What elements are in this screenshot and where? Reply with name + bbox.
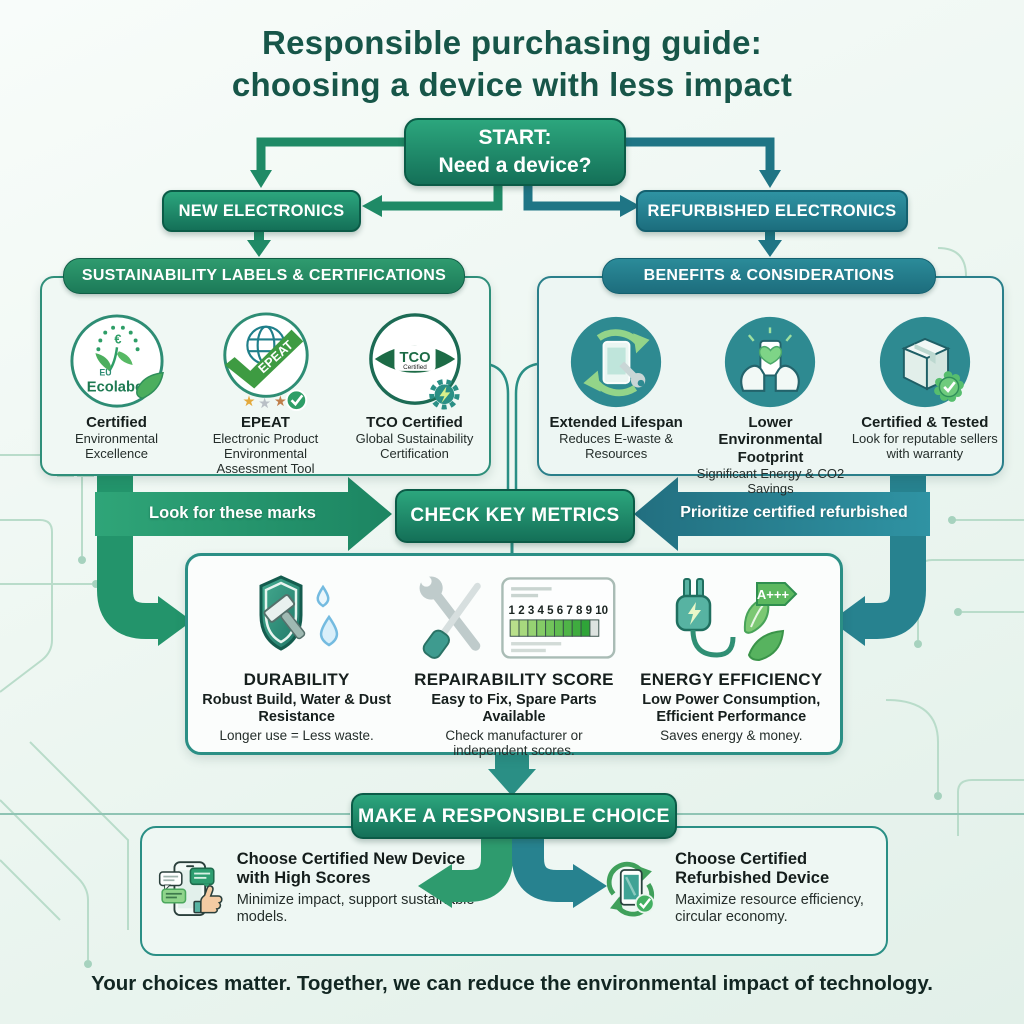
connector-start-to-refurbished bbox=[523, 137, 782, 257]
svg-text:1 2 3 4 5 6 7 8 9 10: 1 2 3 4 5 6 7 8 9 10 bbox=[509, 605, 609, 617]
metric-note: Saves energy & money. bbox=[660, 727, 803, 743]
benefit-item-subtitle: Look for reputable sellers with warranty bbox=[851, 431, 998, 462]
prioritize-refurbished-text: Prioritize certified refurbished bbox=[680, 504, 908, 521]
metrics-panel: DURABILITY Robust Build, Water & Dust Re… bbox=[185, 553, 843, 758]
metric-repairability: 1 2 3 4 5 6 7 8 9 10 REPAIRABILITY SCORE bbox=[408, 566, 620, 759]
label-item-subtitle: Environmental Excellence bbox=[74, 431, 159, 462]
label-item-subtitle: Global Sustainability Certification bbox=[355, 431, 474, 462]
branch-refurbished-label: REFURBISHED ELECTRONICS bbox=[647, 201, 897, 220]
check-key-metrics-label: CHECK KEY METRICS bbox=[410, 505, 620, 526]
svg-text:★: ★ bbox=[258, 396, 271, 412]
repairability-icon: 1 2 3 4 5 6 7 8 9 10 bbox=[419, 576, 616, 659]
eu-ecolabel-icon: € EU Ecolabel bbox=[69, 314, 164, 408]
metric-subtitle: Low Power Consumption, Efficient Perform… bbox=[642, 691, 821, 725]
benefit-item-subtitle: Significant Energy & CO2 Savings bbox=[696, 465, 845, 496]
check-key-metrics-node: CHECK KEY METRICS bbox=[395, 489, 635, 543]
label-item-subtitle: Electronic Product Environmental Assessm… bbox=[212, 431, 319, 477]
metric-title: DURABILITY bbox=[243, 670, 350, 689]
start-line2: Need a device? bbox=[438, 154, 592, 177]
option-title: Choose Certified New Device with High Sc… bbox=[236, 849, 466, 888]
option-new-device: Choose Certified New Device with High Sc… bbox=[156, 840, 486, 936]
prioritize-refurbished-label: Prioritize certified refurbished bbox=[664, 504, 924, 522]
labels-panel: € EU Ecolabel Certified Environmental Ex… bbox=[40, 276, 491, 476]
benefits-panel-header-text: BENEFITS & CONSIDERATIONS bbox=[643, 267, 895, 284]
metric-note: Check manufacturer or independent scores… bbox=[445, 727, 583, 759]
label-item-title: TCO Certified bbox=[366, 414, 463, 431]
metric-title: REPAIRABILITY SCORE bbox=[414, 670, 614, 689]
svg-text:A+++: A+++ bbox=[757, 587, 790, 602]
label-item-title: EPEAT bbox=[241, 414, 290, 431]
connector-benefits-to-metrics bbox=[831, 470, 926, 646]
start-line1: START: bbox=[478, 125, 552, 149]
page-title: Responsible purchasing guide: choosing a… bbox=[0, 22, 1024, 106]
benefit-item-footprint: Lower Environmental Footprint Significan… bbox=[695, 312, 845, 497]
option-title: Choose Certified Refurbished Device bbox=[675, 849, 830, 888]
energy-efficiency-icon: A+++ bbox=[675, 578, 798, 662]
connector-labels-to-metrics bbox=[97, 470, 192, 646]
svg-text:TCO: TCO bbox=[399, 350, 430, 366]
svg-text:Ecolabel: Ecolabel bbox=[86, 379, 146, 395]
look-for-these-marks-arrow bbox=[95, 477, 392, 551]
page-title-line2: choosing a device with less impact bbox=[231, 66, 793, 104]
page-title-line1: Responsible purchasing guide: bbox=[261, 24, 763, 61]
svg-text:★: ★ bbox=[242, 394, 255, 410]
durability-icon bbox=[259, 575, 338, 651]
label-item-tco: TCO Certified TCO Certified Global Susta… bbox=[342, 312, 488, 477]
prioritize-refurbished-arrow bbox=[634, 477, 930, 551]
benefits-panel: Extended Lifespan Reduces E-waste & Reso… bbox=[537, 276, 1004, 496]
label-item-epeat: EPEAT ★ ★ ★ EPEAT Electronic Product Env… bbox=[193, 312, 339, 477]
metric-title: ENERGY EFFICIENCY bbox=[640, 670, 823, 689]
benefit-item-subtitle: Reduces E-waste & Resources bbox=[559, 431, 674, 462]
svg-text:★: ★ bbox=[273, 394, 286, 410]
benefit-item-title: Extended Lifespan bbox=[549, 414, 683, 431]
metric-subtitle: Robust Build, Water & Dust Resistance bbox=[202, 691, 392, 725]
option-refurbished-device: Choose Certified Refurbished Device Maxi… bbox=[598, 840, 880, 936]
look-for-these-marks-label: Look for these marks bbox=[100, 504, 365, 523]
benefit-item-certified: Certified & Tested Look for reputable se… bbox=[850, 312, 1000, 497]
metric-energy: A+++ ENERGY EFFICIENCY Low Power Consump… bbox=[625, 566, 837, 759]
svg-text:EU: EU bbox=[99, 368, 111, 378]
start-node: START: Need a device? bbox=[404, 118, 626, 186]
metric-subtitle: Easy to Fix, Spare Parts Available bbox=[431, 691, 597, 725]
refurbished-device-icon bbox=[606, 861, 655, 917]
extended-lifespan-icon bbox=[571, 316, 662, 408]
branch-new-electronics: NEW ELECTRONICS bbox=[162, 190, 361, 232]
look-for-these-marks-text: Look for these marks bbox=[149, 504, 316, 522]
labels-panel-header-text: SUSTAINABILITY LABELS & CERTIFICATIONS bbox=[81, 267, 447, 284]
certified-tested-icon bbox=[879, 316, 970, 408]
make-responsible-choice-label: MAKE A RESPONSIBLE CHOICE bbox=[358, 804, 670, 827]
tco-certified-icon: TCO Certified bbox=[368, 313, 461, 410]
option-description: Maximize resource efficiency, circular e… bbox=[675, 891, 864, 925]
labels-panel-header: SUSTAINABILITY LABELS & CERTIFICATIONS bbox=[63, 258, 465, 294]
connector-start-to-new bbox=[247, 137, 503, 257]
metric-durability: DURABILITY Robust Build, Water & Dust Re… bbox=[191, 566, 403, 759]
new-device-icon bbox=[158, 861, 223, 916]
lower-footprint-icon bbox=[725, 316, 816, 408]
svg-text:Certified: Certified bbox=[403, 364, 427, 371]
decision-options-panel: Choose Certified New Device with High Sc… bbox=[140, 826, 888, 956]
benefit-item-title: Certified & Tested bbox=[861, 414, 989, 431]
make-responsible-choice-node: MAKE A RESPONSIBLE CHOICE bbox=[351, 793, 677, 839]
footer-message: Your choices matter. Together, we can re… bbox=[0, 972, 1024, 996]
footer-text: Your choices matter. Together, we can re… bbox=[91, 972, 933, 995]
benefit-item-lifespan: Extended Lifespan Reduces E-waste & Reso… bbox=[541, 312, 691, 497]
epeat-icon: EPEAT ★ ★ ★ bbox=[222, 312, 309, 412]
branch-refurbished-electronics: REFURBISHED ELECTRONICS bbox=[636, 190, 908, 232]
metric-note: Longer use = Less waste. bbox=[219, 727, 374, 743]
option-description: Minimize impact, support sustainable mod… bbox=[236, 891, 475, 925]
svg-text:€: € bbox=[114, 331, 121, 346]
benefit-item-title: Lower Environmental Footprint bbox=[718, 414, 823, 466]
label-item-ecolabel: € EU Ecolabel Certified Environmental Ex… bbox=[44, 312, 190, 477]
label-item-title: Certified bbox=[86, 414, 147, 431]
benefits-panel-header: BENEFITS & CONSIDERATIONS bbox=[602, 258, 936, 294]
branch-new-label: NEW ELECTRONICS bbox=[178, 201, 345, 220]
